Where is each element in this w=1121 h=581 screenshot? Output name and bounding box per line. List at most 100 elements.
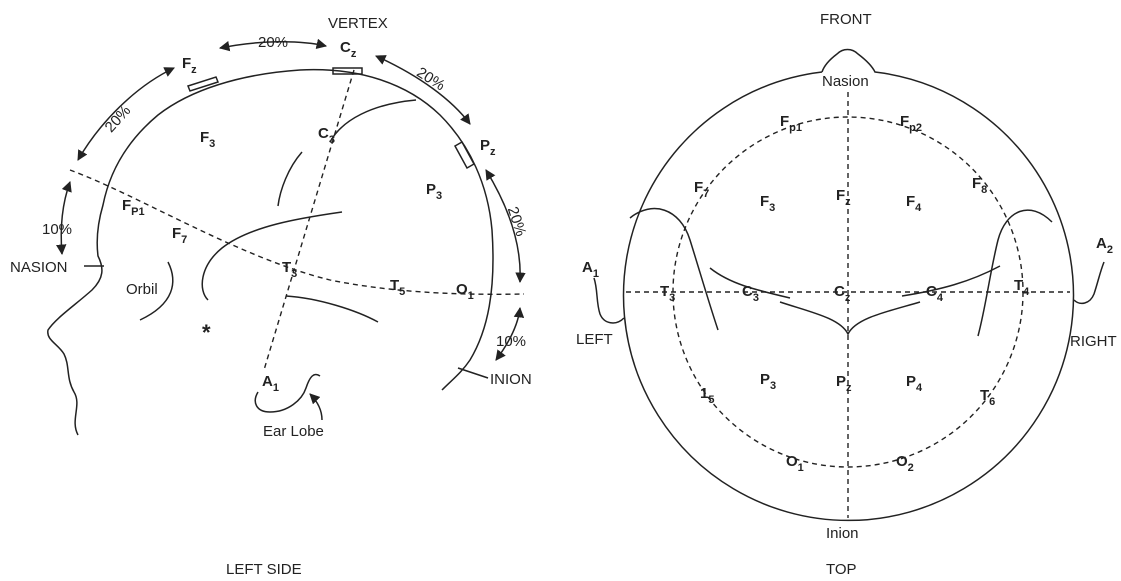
top-right-ear-inner <box>977 209 1053 337</box>
side-dashed-coronal <box>263 69 355 371</box>
top-nasion-label: Nasion <box>822 73 869 90</box>
side-arrow-pz-o <box>485 169 526 284</box>
side-electrode-t5: T5 <box>390 277 405 298</box>
svg-text:A1: A1 <box>262 373 279 394</box>
top-brain-left-curve <box>709 267 791 299</box>
top-electrode-f4: F4 <box>906 193 922 214</box>
svg-text:P3: P3 <box>760 371 776 392</box>
svg-text:F8: F8 <box>972 175 987 196</box>
svg-text:T5: T5 <box>390 277 405 298</box>
top-electrode-pz: Pz <box>836 373 852 394</box>
top-electrode-t4: T4 <box>1014 277 1030 298</box>
svg-text:C3: C3 <box>742 283 759 304</box>
side-ear-lobe-label: Ear Lobe <box>263 423 324 440</box>
top-electrode-cz: Cz <box>834 283 851 304</box>
top-electrode-fp2: Fp2 <box>900 113 922 134</box>
side-pct-fz-cz: 20% <box>258 34 288 51</box>
svg-text:A1: A1 <box>582 259 599 280</box>
side-electrode-pz: Pz <box>480 137 496 158</box>
svg-text:Cz: Cz <box>834 283 851 304</box>
svg-text:T6: T6 <box>980 387 995 408</box>
top-left-label: LEFT <box>576 331 613 348</box>
side-electrode-f3: F3 <box>200 129 215 150</box>
side-pct-nasion-fp: 10% <box>42 221 72 238</box>
side-pad-cz <box>332 67 363 75</box>
top-head-outline <box>622 48 1075 522</box>
side-pct-cz-pz: 20% <box>413 64 447 94</box>
side-electrode-cz: Cz <box>340 39 357 60</box>
top-electrode-t3: T3 <box>660 283 675 304</box>
svg-text:Cz: Cz <box>340 39 357 60</box>
top-electrode-o2: O2 <box>896 453 914 474</box>
side-dashed-sagittal <box>69 169 525 295</box>
svg-text:O1: O1 <box>786 453 804 474</box>
side-electrode-t3: T3 <box>282 259 297 280</box>
top-view: FRONT Nasion Inion LEFT RIGHT TOP Fp1 Fp… <box>576 11 1117 578</box>
side-pct-fp-fz: 20% <box>102 102 135 136</box>
top-brain-center-curve <box>779 301 921 336</box>
svg-text:F7: F7 <box>694 179 709 200</box>
top-electrode-t6: T6 <box>980 387 995 408</box>
side-electrode-c3: C3 <box>318 125 335 146</box>
svg-text:P4: P4 <box>906 373 923 394</box>
side-vertex-label: VERTEX <box>328 15 388 32</box>
svg-text:F3: F3 <box>760 193 775 214</box>
side-ear-lobe <box>254 373 321 413</box>
svg-text:Fp1: Fp1 <box>780 113 802 134</box>
side-electrode-fp1: FP1 <box>122 197 145 218</box>
side-arrow-o-inion <box>495 306 525 361</box>
side-arrow-nasion-fp <box>55 181 72 256</box>
svg-text:O2: O2 <box>896 453 914 474</box>
side-nasion-label: NASION <box>10 259 68 276</box>
svg-text:T4: T4 <box>1014 277 1030 298</box>
side-orbit-label: Orbil <box>126 281 158 298</box>
top-electrode-c4: C4 <box>926 283 944 304</box>
side-brain-curve-b <box>201 211 343 301</box>
side-electrode-o1: O1 <box>456 281 474 302</box>
svg-text:C3: C3 <box>318 125 335 146</box>
svg-text:T3: T3 <box>282 259 297 280</box>
svg-text:Pz: Pz <box>480 137 496 158</box>
side-asterisk: * <box>202 320 211 345</box>
svg-text:C4: C4 <box>926 283 944 304</box>
svg-text:Pz: Pz <box>836 373 852 394</box>
top-electrode-c3: C3 <box>742 283 759 304</box>
top-left-ear-inner <box>629 208 719 331</box>
top-right-ear <box>1073 261 1105 305</box>
svg-text:F3: F3 <box>200 129 215 150</box>
top-electrode-fz: Fz <box>836 187 851 208</box>
svg-text:T3: T3 <box>660 283 675 304</box>
svg-text:Fz: Fz <box>182 55 197 76</box>
top-electrode-p4: P4 <box>906 373 923 394</box>
svg-text:A2: A2 <box>1096 235 1113 256</box>
side-pad-fz <box>187 76 219 92</box>
top-electrode-f3: F3 <box>760 193 775 214</box>
side-orbit-arc <box>139 261 174 321</box>
top-right-label: RIGHT <box>1070 333 1117 350</box>
side-electrode-a1: A1 <box>262 373 279 394</box>
side-brain-curve-a <box>277 151 303 207</box>
top-electrode-fp1: Fp1 <box>780 113 802 134</box>
side-inion-label: INION <box>490 371 532 388</box>
side-view: VERTEX NASION INION Orbil Ear Lobe * LEF… <box>10 15 532 578</box>
side-electrode-fz: Fz <box>182 55 197 76</box>
side-caption: LEFT SIDE <box>226 561 302 576</box>
top-front-label: FRONT <box>820 11 872 28</box>
svg-text:15: 15 <box>700 385 714 406</box>
side-electrode-p3: P3 <box>426 181 442 202</box>
top-electrode-p3: P3 <box>760 371 776 392</box>
side-pct-o-inion: 10% <box>496 333 526 350</box>
svg-text:FP1: FP1 <box>122 197 145 218</box>
top-brain-right-curve <box>901 265 1001 297</box>
side-electrode-f7: F7 <box>172 225 187 246</box>
top-electrode-o1: O1 <box>786 453 804 474</box>
svg-text:F4: F4 <box>906 193 922 214</box>
top-electrode-t5: 15 <box>700 385 714 406</box>
top-electrode-f8: F8 <box>972 175 987 196</box>
side-arrow-ear-lobe <box>309 393 323 421</box>
top-electrode-f7: F7 <box>694 179 709 200</box>
svg-text:Fz: Fz <box>836 187 851 208</box>
top-inion-label: Inion <box>826 525 859 542</box>
